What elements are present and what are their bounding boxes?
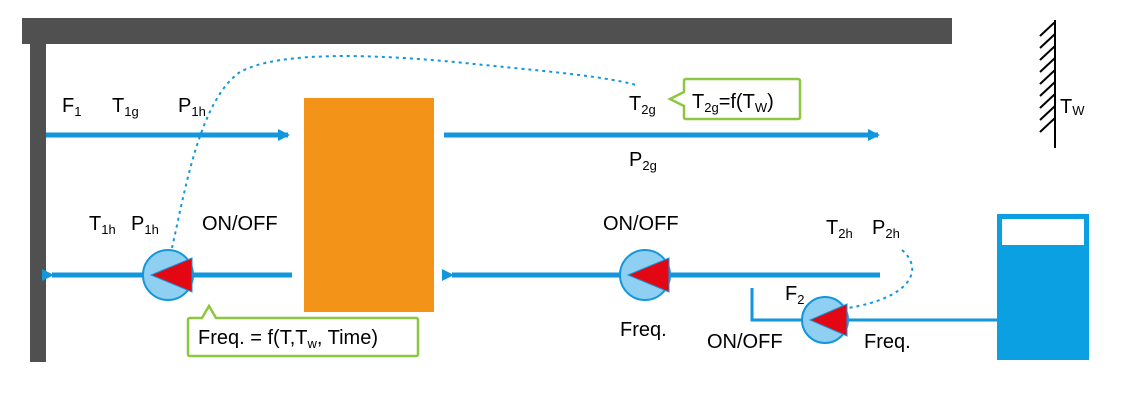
callout-bottom-post: , Time) xyxy=(317,327,378,349)
label-p2g: P2g xyxy=(629,149,657,173)
svg-text:Freq. = f(T,Tw, Time): Freq. = f(T,Tw, Time) xyxy=(198,327,378,351)
callout-top-pre: T xyxy=(692,91,704,113)
label-t2g: T2g xyxy=(629,93,656,117)
label-tw: TW xyxy=(1060,96,1085,118)
label-onoff-secondary: ON/OFF xyxy=(603,213,679,235)
label-freq-secondary: Freq. xyxy=(620,319,667,341)
pump-tank xyxy=(801,296,849,344)
callout-top-mid: =f(T xyxy=(719,91,755,113)
label-p1h: P1h xyxy=(131,213,159,237)
callout-top-post: ) xyxy=(767,91,774,113)
water-tank-air-gap xyxy=(1002,219,1084,245)
callout-top-sub2: W xyxy=(755,100,768,115)
label-f1: F1 xyxy=(62,95,81,119)
control-link-right xyxy=(847,249,913,309)
label-p1h-top: P1h xyxy=(178,95,206,119)
control-link-top xyxy=(171,55,637,249)
label-t1g: T1g xyxy=(112,95,139,119)
tank-branch-pipe xyxy=(750,288,998,322)
label-onoff-tank: ON/OFF xyxy=(707,331,783,353)
callout-bottom-pre: Freq. = f(T,T xyxy=(198,327,307,349)
label-f2: F2 xyxy=(785,283,804,307)
label-p2h: P2h xyxy=(872,217,900,241)
callout-t2g-formula: T2g=f(TW) xyxy=(667,77,802,121)
label-t2h: T2h xyxy=(826,217,853,241)
ambient-wall-hatch xyxy=(1039,20,1056,148)
pump-secondary xyxy=(619,249,671,301)
callout-freq-formula: Freq. = f(T,Tw, Time) xyxy=(186,303,420,358)
callout-bottom-sub: w xyxy=(306,336,317,351)
callout-top-sub: 2g xyxy=(704,100,718,115)
svg-text:T2g=f(TW): T2g=f(TW) xyxy=(692,91,774,115)
pump-primary xyxy=(142,249,194,301)
label-freq-tank: Freq. xyxy=(864,331,911,353)
label-onoff-primary: ON/OFF xyxy=(202,213,278,235)
left-wall xyxy=(30,18,46,362)
ceiling-wall xyxy=(22,18,952,44)
label-t1h: T1h xyxy=(89,213,116,237)
heat-exchanger xyxy=(304,98,434,312)
